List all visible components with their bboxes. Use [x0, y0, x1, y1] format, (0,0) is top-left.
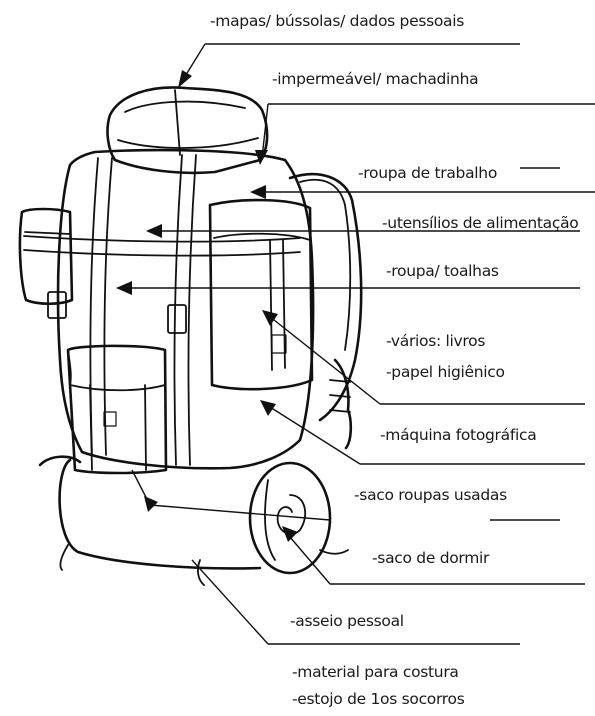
label-sewing: -material para costura — [292, 663, 459, 681]
label-camera: -máquina fotográfica — [380, 426, 536, 444]
label-utensils: -utensílios de alimentação — [382, 214, 579, 232]
label-toilet-paper: -papel higiênico — [386, 363, 505, 381]
label-sleeping-bag: -saco de dormir — [372, 549, 490, 567]
label-hygiene: -asseio pessoal — [290, 612, 404, 630]
label-waterproof: -impermeável/ machadinha — [272, 70, 478, 88]
backpack-illustration — [20, 87, 361, 585]
label-books: -vários: livros — [386, 332, 485, 350]
label-clothes: -roupa/ toalhas — [386, 262, 499, 280]
label-maps: -mapas/ bússolas/ dados pessoais — [210, 12, 464, 30]
label-used-clothes: -saco roupas usadas — [354, 486, 507, 504]
label-work-clothes: -roupa de trabalho — [358, 164, 497, 182]
label-first-aid: -estojo de 1os socorros — [292, 690, 465, 708]
